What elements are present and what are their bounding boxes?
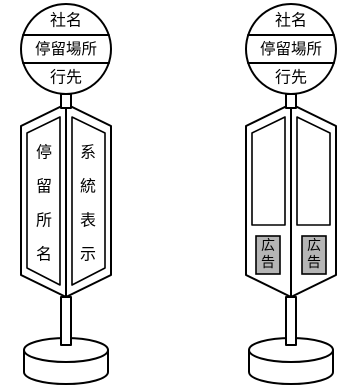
left-lower-pole (60, 296, 72, 346)
left-panel-body (20, 103, 112, 298)
right-ad-label: 広 告 (307, 238, 321, 271)
left-panel-char: 留 (36, 177, 52, 196)
right-sign-head: 社名 停留場所 行先 (245, 3, 337, 95)
ad-char: 告 (307, 255, 321, 271)
left-stop-name-panel-text: 停 留 所 名 (36, 143, 52, 264)
right-head-company-label: 社名 (275, 11, 307, 30)
left-bus-stop-sign: 社名 停留場所 行先 停 留 所 名 系 統 表 示 (20, 3, 112, 385)
right-head-destination-label: 行先 (275, 68, 307, 87)
left-panel-char: 所 (36, 211, 52, 230)
left-head-stop-location-label: 停留場所 (35, 40, 97, 58)
left-head-destination-label: 行先 (50, 68, 82, 87)
left-upper-pole (60, 93, 72, 109)
right-ad-box (301, 235, 327, 275)
right-panel-char: 表 (80, 211, 96, 230)
left-head-company-label: 社名 (50, 11, 82, 30)
right-panel-body (245, 103, 337, 298)
left-ad-label: 広 告 (261, 238, 275, 271)
left-panel-char: 停 (36, 143, 52, 162)
left-sign-head: 社名 停留場所 行先 (20, 3, 112, 95)
ad-char: 告 (261, 255, 275, 271)
right-upper-pole (285, 93, 297, 109)
right-head-stop-location-label: 停留場所 (260, 40, 322, 58)
right-bus-stop-sign: 社名 停留場所 行先 広 告 広 告 (245, 3, 337, 385)
left-route-display-panel-text: 系 統 表 示 (80, 143, 96, 264)
ad-char: 広 (307, 238, 321, 254)
right-lower-pole (285, 296, 297, 346)
ad-char: 広 (261, 238, 275, 254)
left-panel-char: 名 (36, 245, 52, 264)
right-panel-char: 示 (80, 245, 96, 264)
left-ad-box (255, 235, 281, 275)
right-panel-char: 系 (80, 143, 96, 162)
right-panel-char: 統 (80, 177, 96, 196)
